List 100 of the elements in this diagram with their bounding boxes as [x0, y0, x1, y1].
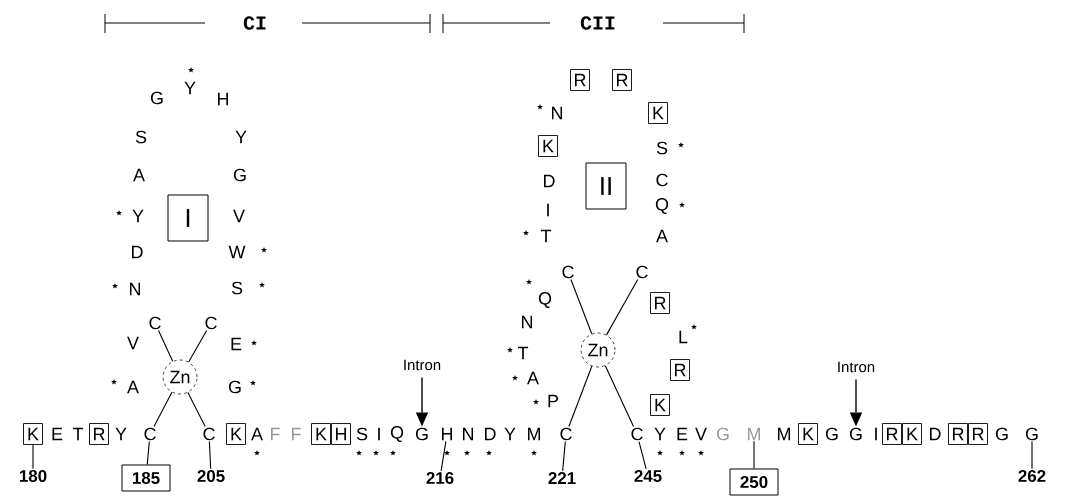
leader-line — [146, 441, 150, 466]
residue-letter: H — [442, 427, 452, 441]
residue-letter: E — [231, 337, 242, 351]
residue-letter: W — [228, 245, 246, 259]
residue-letter: Y — [115, 427, 127, 441]
connector-line — [604, 365, 635, 427]
residue-letter: G — [849, 427, 862, 441]
residue-letter: Q — [538, 292, 552, 308]
residue-letter: C — [203, 427, 215, 441]
residue-letter: T — [517, 346, 529, 360]
residue-letter: L — [679, 330, 688, 344]
residue-letter: C — [631, 427, 643, 441]
residue-letter: E — [52, 427, 63, 441]
residue-letter: T — [72, 427, 84, 441]
position-number: 262 — [1018, 470, 1046, 482]
residue-letter: D — [132, 245, 143, 259]
position-number: 245 — [634, 470, 662, 482]
residue-letter: V — [127, 336, 139, 350]
boxed-residue: K — [226, 423, 246, 445]
residue-letter: T — [540, 229, 552, 243]
residue-letter: S — [356, 427, 368, 441]
residue-letter: G — [716, 427, 729, 441]
boxed-position-number: 250 — [729, 468, 779, 496]
boxed-residue: R — [882, 423, 902, 445]
intron-label: Intron — [404, 359, 441, 371]
boxed-residue: R — [612, 69, 632, 91]
leader-line — [440, 440, 447, 472]
residue-letter: I — [547, 203, 549, 217]
finger-box: II — [585, 162, 627, 210]
residue-letter: V — [695, 427, 707, 441]
leader-line — [208, 441, 212, 470]
residue-letter: Y — [132, 209, 144, 223]
position-number: 205 — [197, 470, 225, 482]
residue-letter: D — [930, 427, 941, 441]
residue-letter: M — [748, 427, 760, 441]
residue-letter: Y — [235, 130, 247, 144]
boxed-residue: K — [798, 423, 818, 445]
residue-letter: A — [251, 427, 263, 441]
residue-letter: Y — [654, 427, 666, 441]
connector-line — [187, 391, 206, 427]
residue-letter: M — [778, 427, 790, 441]
boxed-position-number: 185 — [121, 464, 171, 492]
residue-letter: M — [528, 427, 540, 441]
residue-letter: A — [133, 168, 145, 182]
residue-letter: S — [135, 130, 147, 144]
residue-letter: C — [149, 316, 161, 330]
residue-letter: Q — [655, 198, 669, 214]
connector-line — [568, 365, 593, 427]
residue-letter: D — [485, 427, 496, 441]
residue-letter: C — [144, 427, 156, 441]
position-number: 221 — [548, 472, 576, 484]
connector-line — [606, 279, 639, 336]
leader-line — [32, 444, 34, 470]
residue-letter: N — [130, 282, 140, 296]
boxed-residue: R — [650, 292, 670, 314]
residue-letter: C — [656, 173, 668, 187]
residue-letter: Y — [184, 81, 196, 95]
residue-letter: C — [560, 427, 572, 441]
residue-letter: G — [825, 427, 838, 441]
residue-letter: F — [292, 427, 301, 441]
residue-letter: V — [233, 209, 245, 223]
residue-letter: G — [150, 91, 163, 105]
residue-letter: F — [271, 427, 280, 441]
residue-letter: C — [636, 265, 648, 279]
region-label: CII — [580, 16, 615, 30]
residue-letter: I — [875, 427, 877, 441]
residue-letter: S — [656, 141, 668, 155]
residue-letter: G — [1025, 427, 1038, 441]
leader-line — [638, 441, 647, 470]
connector-line — [153, 391, 173, 427]
intron-label: Intron — [838, 361, 875, 373]
residue-letter: I — [378, 427, 380, 441]
boxed-residue: R — [570, 69, 590, 91]
residue-letter: A — [527, 371, 539, 385]
connector-line — [570, 279, 593, 335]
residue-letter: N — [463, 427, 473, 441]
boxed-residue: K — [902, 423, 922, 445]
residue-letter: G — [228, 380, 241, 394]
leader-line — [1031, 441, 1033, 470]
connector-line — [188, 330, 208, 363]
connector-line — [157, 330, 174, 362]
residue-letter: C — [205, 316, 217, 330]
residue-letter: A — [127, 380, 139, 394]
position-number: 216 — [426, 472, 454, 484]
residue-letter: S — [231, 281, 243, 295]
leader-line — [753, 440, 755, 470]
residue-letter: N — [552, 106, 562, 120]
residue-letter: E — [677, 427, 688, 441]
boxed-residue: K — [648, 102, 668, 124]
residue-letter: C — [562, 265, 574, 279]
boxed-residue: K — [538, 135, 558, 157]
boxed-residue: R — [89, 423, 109, 445]
residue-letter: P — [548, 394, 559, 408]
boxed-residue: R — [968, 423, 988, 445]
leader-line — [562, 441, 566, 472]
residue-letter: G — [233, 168, 246, 182]
boxed-residue: K — [311, 423, 331, 445]
boxed-residue: H — [331, 423, 351, 445]
position-number: 180 — [19, 470, 47, 482]
region-label: CI — [243, 16, 266, 30]
